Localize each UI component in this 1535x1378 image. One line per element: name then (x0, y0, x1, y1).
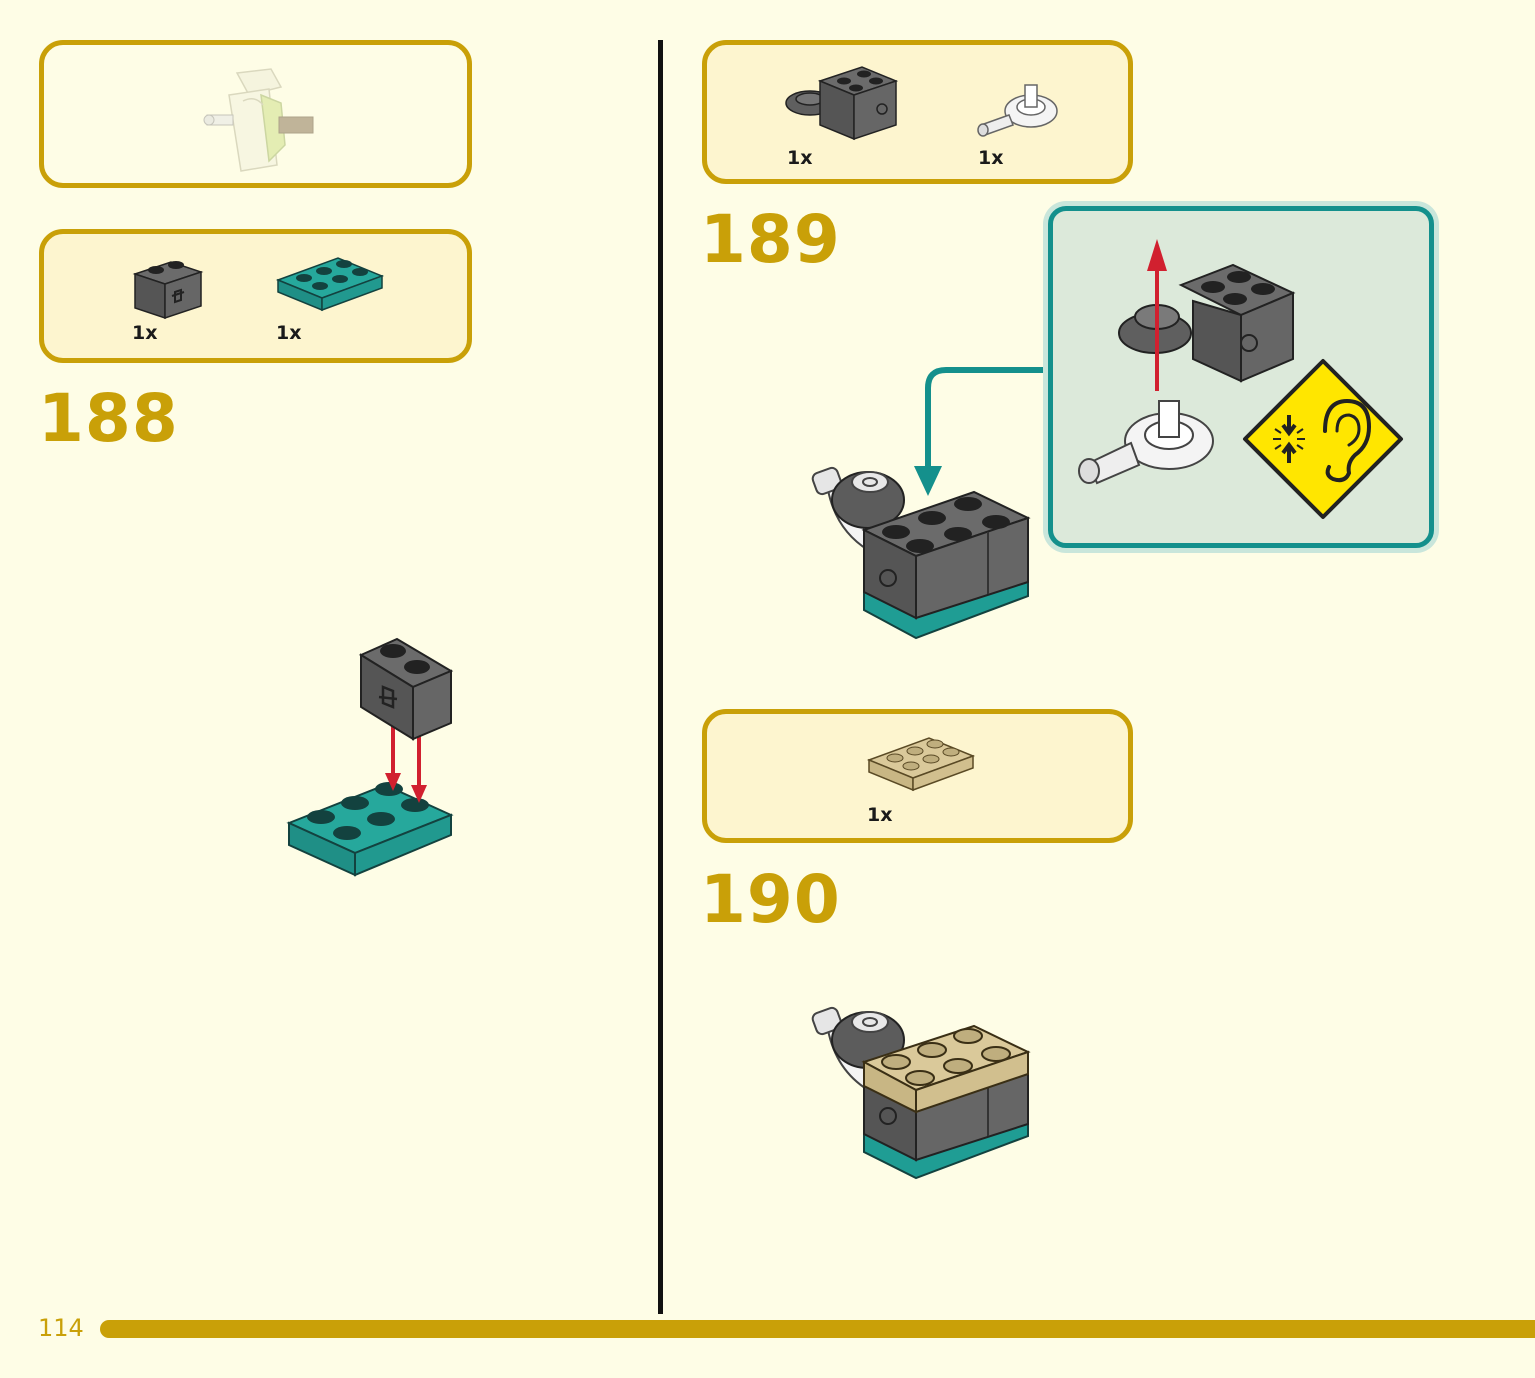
page-footer-bar (100, 1320, 1535, 1338)
click-sound-ear-icon (1243, 359, 1403, 519)
step-190-assembly-illustration (811, 1006, 1031, 1180)
page-number: 114 (38, 1314, 84, 1342)
previous-model-ghost-icon (203, 68, 314, 172)
step-190-number: 190 (700, 861, 841, 938)
gray-2x2-round-brick-icon (785, 66, 899, 141)
previous-model-panel (39, 40, 472, 188)
gray-1x2-axle-brick-icon (132, 261, 204, 320)
step-189-parts-panel: 1x 1x (702, 40, 1133, 184)
callout-assembly-illustration (1078, 239, 1296, 485)
teal-2x3-plate-icon (275, 257, 385, 312)
column-divider (658, 40, 663, 1314)
step-189-part-2-qty: 1x (978, 147, 1004, 169)
step-188-number: 188 (38, 380, 179, 457)
step-189-part-1-qty: 1x (787, 147, 813, 169)
white-turntable-pin-icon (977, 84, 1058, 137)
step-189-number: 189 (700, 201, 841, 278)
step-189-callout-box (1048, 206, 1434, 548)
step-188-parts-panel: 1x 1x (39, 229, 472, 363)
step-190-parts-panel: 1x (702, 709, 1133, 843)
tan-2x3-plate-icon (866, 737, 976, 792)
step-189-assembly-illustration (811, 466, 1031, 640)
callout-connector-arrow (914, 367, 1050, 496)
step-188-assembly-illustration (286, 637, 454, 877)
step-188-part-2-qty: 1x (276, 322, 302, 344)
step-190-part-1-qty: 1x (867, 804, 893, 826)
step-188-part-1-qty: 1x (132, 322, 158, 344)
